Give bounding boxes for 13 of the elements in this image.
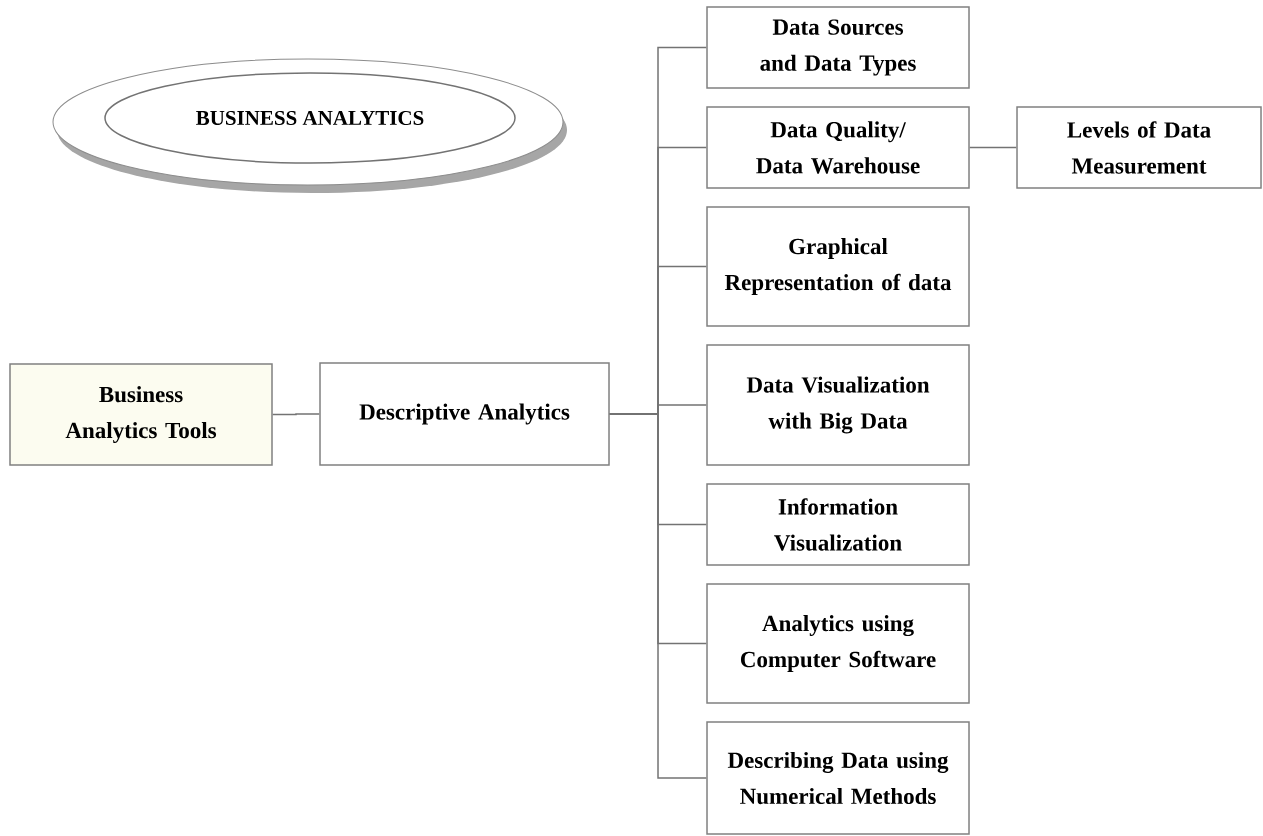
process-box: Levels of Data Measurement	[1016, 106, 1262, 189]
process-box: Analytics using Computer Software	[706, 583, 970, 704]
connector-line	[609, 413, 707, 779]
connector-line	[969, 146, 1017, 149]
process-box: Data Quality/ Data Warehouse	[706, 106, 970, 189]
process-box: Business Analytics Tools	[9, 363, 273, 466]
connector-line	[272, 413, 320, 416]
process-box: Graphical Representation of data	[706, 206, 970, 327]
process-box: Data Visualization with Big Data	[706, 344, 970, 466]
process-box: Describing Data using Numerical Methods	[706, 721, 970, 835]
process-box: Data Sources and Data Types	[706, 6, 970, 89]
process-box: Information Visualization	[706, 483, 970, 566]
process-box: Descriptive Analytics	[319, 362, 610, 466]
